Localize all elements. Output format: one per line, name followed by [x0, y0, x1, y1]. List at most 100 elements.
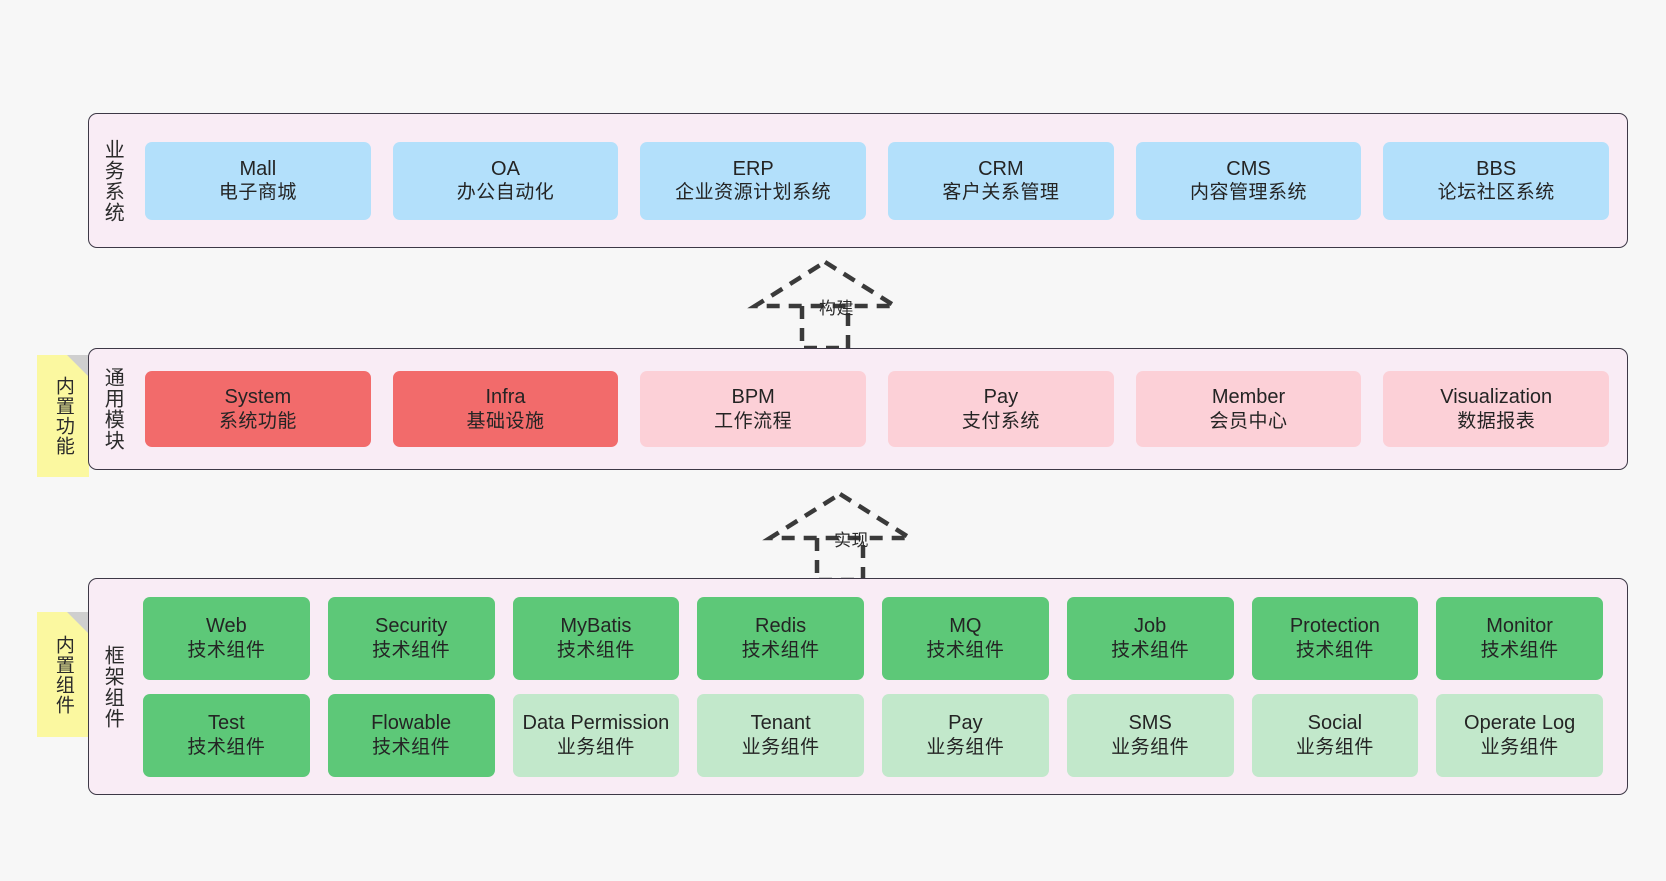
- card-subtitle: 办公自动化: [456, 182, 555, 204]
- card-subtitle: 系统功能: [218, 410, 297, 432]
- card-title: CRM: [978, 157, 1024, 180]
- card-title: Job: [1134, 615, 1167, 638]
- card-title: Data Permission: [522, 712, 670, 735]
- layer-title-business-system: 业务系统: [101, 138, 124, 223]
- card-title: BBS: [1476, 157, 1517, 180]
- card-title: Pay: [983, 386, 1019, 409]
- card-subtitle: 电子商城: [218, 182, 297, 204]
- card-subtitle: 内容管理系统: [1190, 182, 1308, 204]
- card-subtitle: 业务组件: [1295, 736, 1374, 758]
- card-subtitle: 客户关系管理: [942, 182, 1060, 204]
- card-title: BPM: [731, 386, 775, 409]
- connector-build: 构建: [745, 258, 925, 351]
- card-title: Security: [375, 615, 448, 638]
- card-subtitle: 业务组件: [1111, 736, 1190, 758]
- card-title: Member: [1211, 386, 1286, 409]
- card-subtitle: 业务组件: [1480, 736, 1559, 758]
- card-subtitle: 技术组件: [372, 736, 451, 758]
- card-subtitle: 数据报表: [1457, 410, 1536, 432]
- note-fold-icon: [67, 612, 89, 634]
- card-title: Social: [1307, 712, 1363, 735]
- connector-label-build: 构建: [819, 299, 854, 318]
- connector-implement: 实现: [760, 490, 940, 583]
- note-builtin-component[interactable]: 内置组件: [37, 612, 89, 737]
- card-subtitle: 技术组件: [1111, 639, 1190, 661]
- layer-title-framework-component: 框架组件: [101, 644, 124, 729]
- card-title: Monitor: [1486, 615, 1553, 638]
- card-subtitle: 技术组件: [1295, 639, 1374, 661]
- card-subtitle: 支付系统: [961, 410, 1040, 432]
- note-fold-icon: [67, 355, 89, 377]
- layer-title-common-module: 通用模块: [101, 367, 124, 451]
- card-subtitle: 业务组件: [926, 736, 1005, 758]
- card-title: Pay: [948, 712, 983, 735]
- card-title: Web: [205, 615, 247, 638]
- card-title: CMS: [1226, 157, 1271, 180]
- card-subtitle: 企业资源计划系统: [675, 182, 832, 204]
- card-subtitle: 技术组件: [1480, 639, 1559, 661]
- generalization-arrow-icon: [747, 259, 903, 351]
- note-label-builtin-function: 内置功能: [52, 376, 74, 456]
- card-title: System: [224, 386, 292, 409]
- card-title: ERP: [732, 157, 774, 180]
- card-subtitle: 工作流程: [714, 410, 793, 432]
- card-title: Protection: [1289, 615, 1380, 638]
- note-label-builtin-component: 内置组件: [52, 634, 74, 715]
- card-subtitle: 会员中心: [1209, 410, 1288, 432]
- card-title: OA: [491, 157, 520, 180]
- card-title: Tenant: [750, 712, 811, 735]
- card-title: MQ: [949, 615, 982, 638]
- card-subtitle: 业务组件: [556, 736, 635, 758]
- card-title: Operate Log: [1464, 712, 1576, 735]
- card-title: SMS: [1128, 712, 1172, 735]
- card-subtitle: 论坛社区系统: [1437, 182, 1555, 204]
- card-title: Test: [208, 712, 245, 735]
- card-title: Visualization: [1440, 386, 1553, 409]
- card-subtitle: 业务组件: [741, 736, 820, 758]
- connector-label-implement: 实现: [834, 531, 869, 550]
- card-title: Flowable: [371, 712, 452, 735]
- card-title: MyBatis: [560, 615, 632, 638]
- card-title: Redis: [755, 615, 807, 638]
- card-subtitle: 技术组件: [926, 639, 1005, 661]
- note-builtin-function[interactable]: 内置功能: [37, 355, 89, 477]
